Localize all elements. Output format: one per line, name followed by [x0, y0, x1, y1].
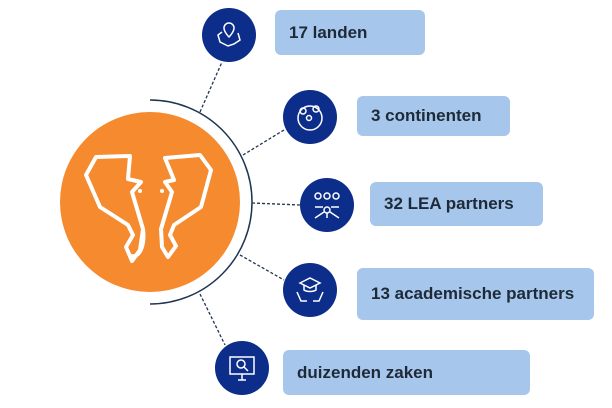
arc — [149, 99, 253, 305]
elephant-logo-circle — [60, 112, 240, 292]
stat-label: 32 LEA partners — [384, 194, 514, 213]
stat-box-countries: 17 landen — [275, 10, 425, 55]
stat-box-continents: 3 continenten — [357, 96, 510, 136]
stat-box-academic-partners: 13 academische partners — [357, 268, 594, 320]
globe-icon — [283, 90, 337, 144]
connector-lines — [199, 61, 301, 346]
graduation-hands-icon — [283, 263, 337, 317]
stat-label: duizenden zaken — [297, 362, 434, 382]
network-people-icon — [300, 178, 354, 232]
stat-box-cases: duizenden zaken — [283, 350, 530, 395]
monitor-search-icon — [215, 341, 269, 395]
stat-label: 3 continenten — [371, 106, 482, 125]
stat-label: 17 landen — [289, 22, 368, 42]
stat-label: 13 academische partners — [371, 284, 575, 303]
elephant-icon — [84, 153, 213, 263]
stat-box-lea-partners: 32 LEA partners — [370, 182, 543, 226]
map-pin-icon — [202, 8, 256, 62]
